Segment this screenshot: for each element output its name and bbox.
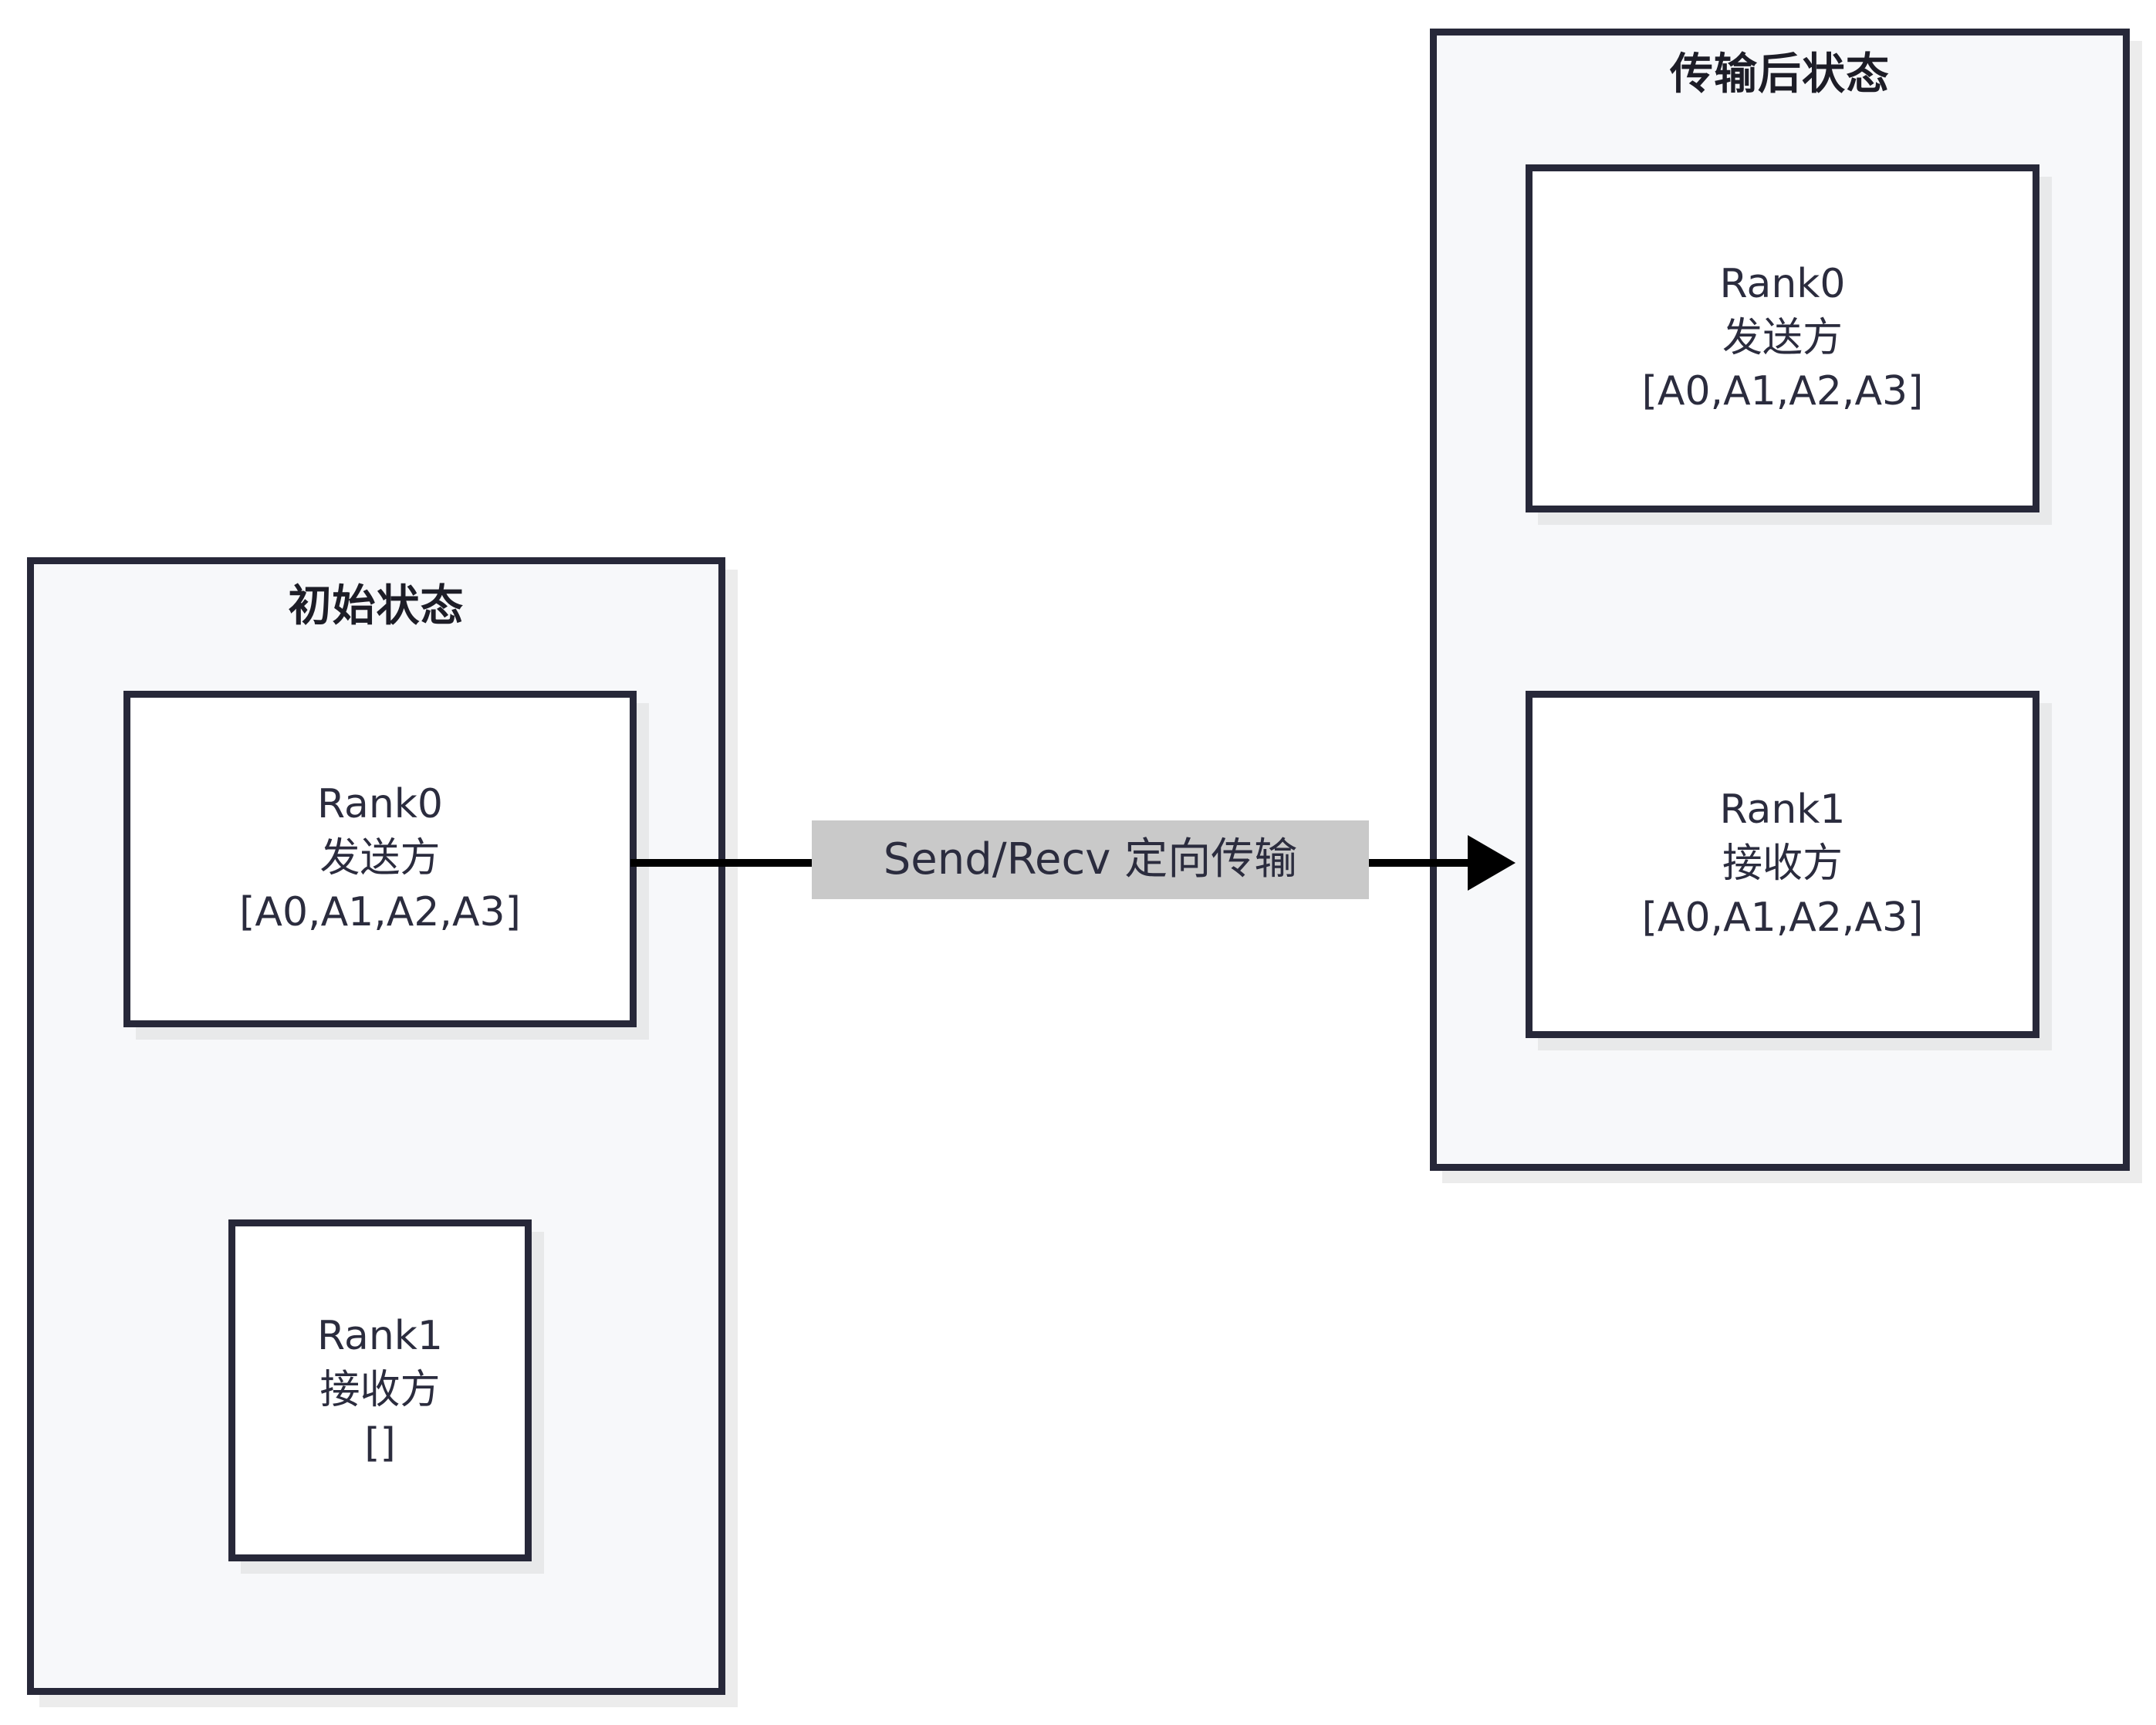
node-initial-rank1-role: 接收方 [319,1366,441,1413]
edge-send-recv-label: Send/Recv 定向传输 [812,820,1369,899]
panel-initial-state-title: 初始状态 [288,581,465,631]
node-post-rank1-name: Rank1 [1719,786,1846,834]
node-post-rank0-role: 发送方 [1722,314,1843,361]
panel-post-transfer-state: 传输后状态 Rank0 发送方 [A0,A1,A2,A3] Rank1 接收方 … [1430,29,2130,1171]
panel-initial-state: 初始状态 Rank0 发送方 [A0,A1,A2,A3] Rank1 接收方 [… [27,557,725,1695]
node-initial-rank1[interactable]: Rank1 接收方 [] [228,1219,532,1561]
node-post-rank0[interactable]: Rank0 发送方 [A0,A1,A2,A3] [1526,164,2039,512]
node-post-rank0-buffer: [A0,A1,A2,A3] [1641,368,1924,415]
node-initial-rank0[interactable]: Rank0 发送方 [A0,A1,A2,A3] [123,691,637,1027]
node-initial-rank1-buffer: [] [364,1420,396,1467]
panel-post-transfer-state-title: 传输后状态 [1670,49,1890,100]
node-post-rank1-role: 接收方 [1722,841,1843,888]
node-initial-rank1-name: Rank1 [316,1312,443,1359]
node-initial-rank0-role: 发送方 [319,835,441,882]
node-post-rank1[interactable]: Rank1 接收方 [A0,A1,A2,A3] [1526,691,2039,1038]
node-initial-rank0-buffer: [A0,A1,A2,A3] [239,888,521,935]
node-initial-rank0-name: Rank0 [316,781,443,828]
node-post-rank0-name: Rank0 [1719,260,1846,307]
node-post-rank1-buffer: [A0,A1,A2,A3] [1641,894,1924,941]
edge-send-recv-arrowhead-icon [1468,835,1516,891]
